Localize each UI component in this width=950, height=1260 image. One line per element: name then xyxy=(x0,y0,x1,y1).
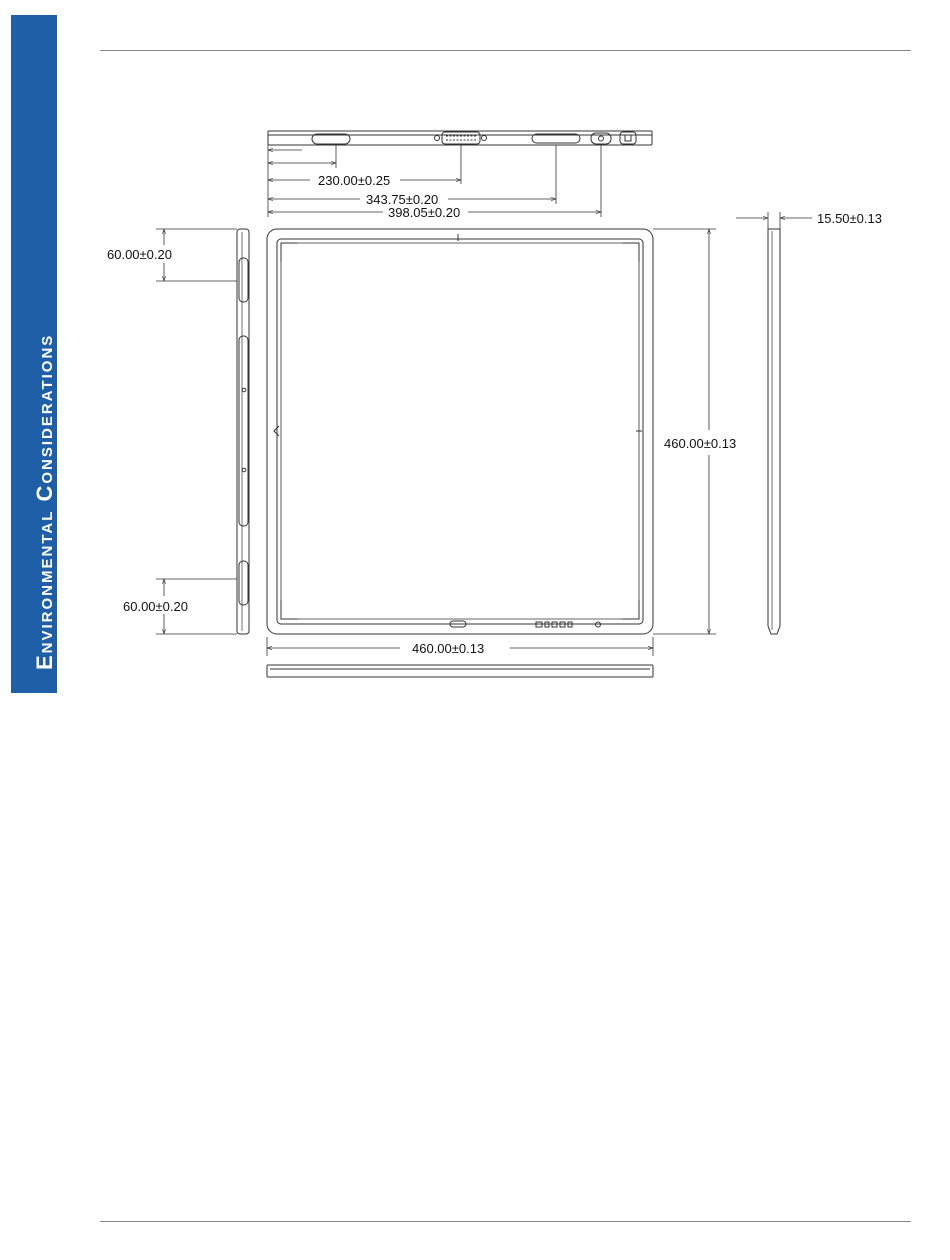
bottom-edge-view xyxy=(267,665,653,677)
left-side-view xyxy=(237,229,249,634)
dimension-label: 460.00±0.13 xyxy=(664,436,736,451)
right-side-view xyxy=(768,229,780,634)
front-view xyxy=(267,229,653,634)
top-edge-view xyxy=(268,131,652,145)
dimension-label: 230.00±0.25 xyxy=(318,173,390,188)
dimension-label: 15.50±0.13 xyxy=(817,211,882,226)
thickness-dimension xyxy=(736,212,812,229)
dimension-label: 60.00±0.20 xyxy=(123,599,188,614)
dimension-label: 398.05±0.20 xyxy=(388,205,460,220)
left-dimension-lines xyxy=(156,229,237,634)
height-dimension xyxy=(653,229,716,634)
connector-port xyxy=(442,132,480,144)
dimension-label: 460.00±0.13 xyxy=(412,641,484,656)
dimension-label: 60.00±0.20 xyxy=(107,247,172,262)
indicator-button xyxy=(620,132,636,144)
